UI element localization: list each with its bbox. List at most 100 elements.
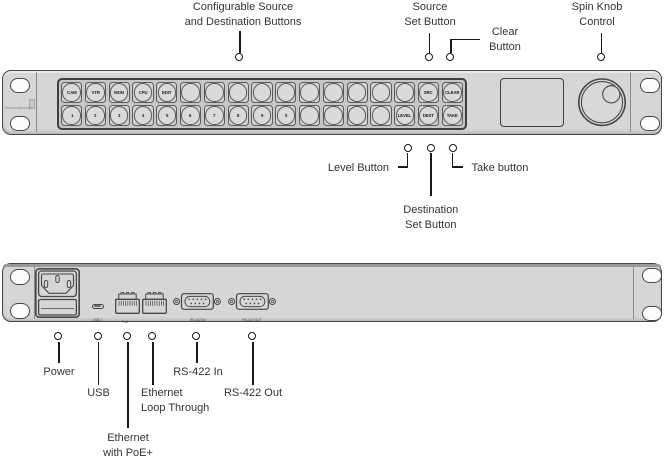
rear-panel xyxy=(2,263,662,322)
button-circle: 1 xyxy=(62,106,81,125)
button-circle: 9 xyxy=(252,106,272,125)
leader-line xyxy=(452,166,463,168)
button-circle xyxy=(371,106,391,125)
mount-hole xyxy=(9,77,30,93)
leader-line xyxy=(97,341,99,385)
callout-configurable-buttons: Configurable Source and Destination Butt… xyxy=(184,1,302,28)
callout-clear-button: Clear Button xyxy=(489,26,521,53)
callout-marker xyxy=(596,52,605,61)
button-circle xyxy=(347,83,367,102)
leader-line xyxy=(450,38,481,40)
poe-port-label: PoE+ xyxy=(121,320,130,324)
panel-button-vtr: VTR xyxy=(84,82,107,103)
button-circle xyxy=(324,106,343,125)
ear-divider xyxy=(36,72,37,132)
panel-button-blank xyxy=(203,82,226,103)
usb-c-pin xyxy=(94,305,101,308)
button-circle: 0 xyxy=(276,106,296,125)
panel-button-src: SRC xyxy=(417,82,440,103)
callout-marker xyxy=(426,143,435,152)
button-circle: SRC xyxy=(419,83,438,102)
button-circle: 8 xyxy=(228,106,248,125)
leader-line xyxy=(406,153,409,168)
leader-line xyxy=(152,341,154,385)
button-circle: VTR xyxy=(86,83,105,102)
brand-logo-icon xyxy=(28,98,35,109)
ear-divider xyxy=(630,72,631,132)
panel-button-blank xyxy=(322,82,345,103)
panel-button-take: TAKE xyxy=(441,105,463,126)
panel-button-level: LEVEL xyxy=(394,105,416,126)
rs422-out-port-label: RS-422 OUT xyxy=(242,317,263,322)
callout-ethernet-loop: Ethernet Loop Through xyxy=(141,387,210,415)
mount-hole xyxy=(640,116,660,131)
panel-button-blank xyxy=(275,82,297,103)
button-circle xyxy=(276,83,296,102)
callout-rs422-in: RS-422 In xyxy=(173,366,223,378)
callout-marker xyxy=(446,52,455,61)
leader-line xyxy=(450,38,452,53)
panel-button-blank xyxy=(227,82,249,103)
callout-marker xyxy=(248,332,256,341)
panel-button-9: 9 xyxy=(251,105,273,126)
mount-hole xyxy=(641,305,662,321)
rs422-in-port-label: RS-422 IN xyxy=(189,317,206,322)
leader-line xyxy=(397,166,408,168)
leader-line xyxy=(430,153,432,197)
button-circle xyxy=(252,83,272,102)
button-circle xyxy=(205,83,224,102)
mount-hole xyxy=(641,267,662,283)
leader-line xyxy=(600,33,602,53)
callout-marker xyxy=(148,332,156,341)
button-circle xyxy=(300,106,319,125)
button-circle: 4 xyxy=(133,106,153,125)
ethernet-loop-port xyxy=(141,291,167,314)
callout-marker xyxy=(403,143,412,152)
panel-button-6: 6 xyxy=(179,105,202,126)
callout-level-button: Level Button xyxy=(327,162,389,174)
panel-button-mon: MON xyxy=(108,82,130,103)
button-circle: CAM xyxy=(62,83,81,102)
callout-destination-set-button: Destination Set Button xyxy=(403,203,459,231)
panel-button-blank xyxy=(394,82,416,103)
lcd-screen xyxy=(500,78,564,127)
callout-usb: USB xyxy=(87,387,110,399)
usb-c-port-label: USB-C xyxy=(92,317,103,322)
button-circle: EDIT xyxy=(157,83,177,102)
callout-power: Power xyxy=(43,366,75,378)
button-circle: 2 xyxy=(86,106,105,125)
panel-button-2: 2 xyxy=(84,105,107,126)
ear-divider xyxy=(633,265,634,319)
mount-hole xyxy=(640,78,660,93)
panel-button-cam: CAM xyxy=(61,82,83,103)
mount-hole xyxy=(9,269,30,285)
callout-take-button: Take button xyxy=(471,162,529,174)
panel-button-blank xyxy=(298,105,321,126)
callout-rs422-out: RS-422 Out xyxy=(223,387,283,399)
callout-marker xyxy=(424,52,433,61)
callout-ethernet-poe: Ethernet with PoE+ xyxy=(103,432,153,459)
usb-c-port xyxy=(91,303,104,309)
leader-line xyxy=(239,31,241,53)
button-circle: 6 xyxy=(181,106,200,125)
callout-marker xyxy=(54,332,63,341)
button-circle xyxy=(395,83,414,102)
panel-top-bevel xyxy=(3,264,661,267)
ethernet-poe-port xyxy=(115,291,140,314)
button-circle xyxy=(347,106,367,125)
leader-line xyxy=(451,153,454,168)
leader-line xyxy=(58,341,60,364)
panel-button-blank xyxy=(179,82,202,103)
button-circle: DEST xyxy=(419,106,438,125)
panel-button-dest: DEST xyxy=(417,105,440,126)
callout-marker xyxy=(235,52,244,61)
leader-line xyxy=(127,341,129,428)
brand-logo-text: Blackmagicdesign xyxy=(5,106,33,110)
mount-hole xyxy=(9,115,30,131)
callout-spin-knob-control: Spin Knob Control xyxy=(571,1,623,28)
panel-button-0: 0 xyxy=(275,105,297,126)
panel-button-edit: EDIT xyxy=(156,82,178,103)
callout-marker xyxy=(448,143,457,152)
